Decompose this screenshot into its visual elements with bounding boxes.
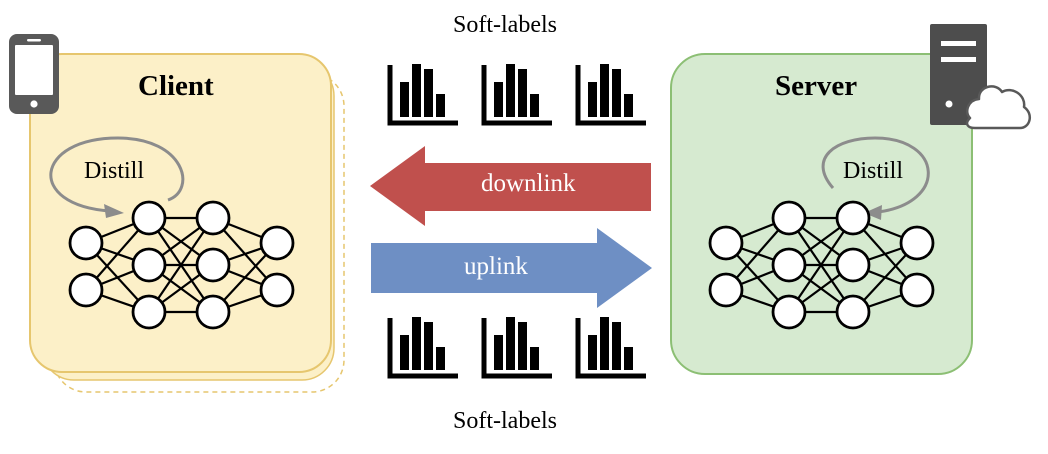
cloud-icon [965, 85, 1032, 130]
network-node [259, 225, 295, 261]
network-node [195, 200, 231, 236]
soft-labels-bottom-label: Soft-labels [453, 408, 557, 434]
network-node [131, 247, 167, 283]
network-node [131, 200, 167, 236]
network-node [68, 272, 104, 308]
server-distill-label: Distill [843, 158, 904, 184]
bar-chart-icon [387, 317, 458, 379]
network-edge [788, 217, 854, 313]
bar-chart-icon [575, 317, 646, 379]
network-node [708, 225, 744, 261]
server-title: Server [775, 70, 858, 102]
network-node [259, 272, 295, 308]
client-distill-loop [49, 136, 185, 218]
network-node [131, 294, 167, 330]
bar-chart-icon [481, 64, 552, 126]
network-node [771, 294, 807, 330]
network-node [771, 247, 807, 283]
uplink-arrow [371, 228, 652, 308]
network-node [899, 272, 935, 308]
client-title: Client [138, 70, 214, 102]
client-neural-network [68, 200, 295, 330]
client-distill-label: Distill [84, 158, 145, 184]
bar-chart-icon [481, 317, 552, 379]
network-node [708, 272, 744, 308]
network-node [835, 247, 871, 283]
server-neural-network [708, 200, 935, 330]
server-distill-loop [821, 136, 930, 220]
network-node [835, 294, 871, 330]
uplink-label: uplink [464, 253, 528, 280]
network-node [835, 200, 871, 236]
soft-label-icons [387, 64, 646, 379]
downlink-label: downlink [481, 170, 576, 197]
smartphone-icon [9, 34, 59, 114]
network-node [195, 247, 231, 283]
client-panel [29, 53, 345, 393]
server-box [670, 53, 973, 375]
network-node [899, 225, 935, 261]
soft-labels-top-label: Soft-labels [453, 12, 557, 38]
network-edge [148, 217, 214, 313]
network-node [771, 200, 807, 236]
client-box [29, 53, 332, 373]
downlink-arrow [370, 146, 651, 226]
bar-chart-icon [575, 64, 646, 126]
network-node [68, 225, 104, 261]
bar-chart-icon [387, 64, 458, 126]
network-node [195, 294, 231, 330]
